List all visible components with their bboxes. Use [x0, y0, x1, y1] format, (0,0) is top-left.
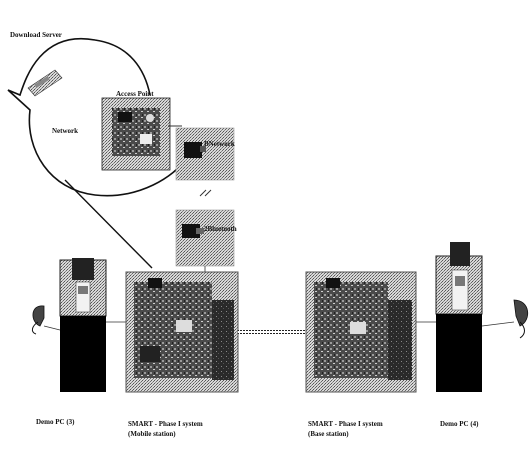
wireless-icon	[200, 190, 211, 196]
download-server-label: Download Server	[10, 31, 62, 39]
bluetooth-module-image	[176, 210, 234, 266]
mobile-station-title: SMART - Phase I system	[128, 420, 203, 428]
demo-pc-left-image	[32, 258, 106, 392]
mobile-station-subtitle: (Mobile station)	[128, 430, 176, 438]
base-station-image	[306, 272, 416, 392]
ap-mobile-link	[65, 180, 152, 268]
network-label: Network	[52, 127, 78, 135]
access-point-label: Access Point	[116, 90, 154, 98]
demo-pc-right-label: Demo PC (4)	[440, 420, 479, 428]
network-module-image	[176, 128, 234, 180]
access-point-image	[102, 98, 170, 170]
station-link-cable	[238, 330, 306, 334]
network-module-label: BNetwork	[204, 140, 235, 148]
mobile-station-image	[126, 272, 238, 392]
demo-pc-left-label: Demo PC (3)	[36, 418, 75, 426]
demo-pc-right-image	[436, 242, 528, 392]
bluetooth-module-label: 2Bluetooth	[204, 225, 237, 233]
base-station-title: SMART - Phase I system	[308, 420, 383, 428]
server-icon	[28, 70, 62, 96]
base-station-subtitle: (Base station)	[308, 430, 349, 438]
